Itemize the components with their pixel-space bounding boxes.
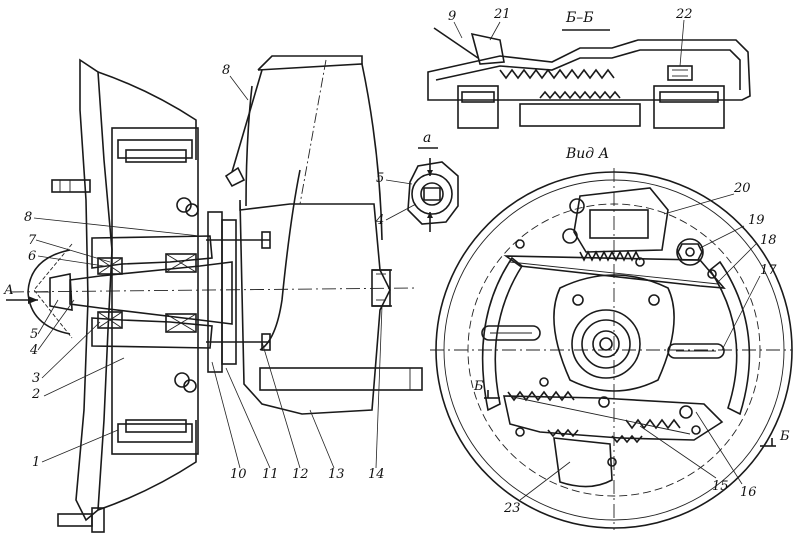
cut-mark-b-right — [760, 438, 776, 447]
callout-18: 18 — [760, 233, 777, 248]
brake-pipe — [259, 169, 301, 351]
callout-7: 7 — [28, 233, 37, 248]
callout-1: 1 — [32, 455, 41, 470]
lower-return-spring — [507, 390, 691, 444]
hub-flange-triangle — [553, 274, 675, 392]
return-spring-upper — [176, 197, 199, 217]
view-a-arrow-label: А — [4, 283, 14, 298]
callout-2: 2 — [32, 387, 41, 402]
detail-a-view — [407, 147, 459, 232]
brake-shoe-lower — [125, 419, 187, 433]
callout-5: 5 — [30, 327, 39, 342]
callout-21: 21 — [494, 7, 511, 22]
cut-b-left-label: Б — [474, 379, 484, 394]
hub-nut — [49, 273, 73, 311]
view-a-arrow — [6, 296, 38, 304]
brake-drum-body — [111, 127, 199, 455]
shoe-hold-spring-right — [667, 343, 725, 359]
section-bb-title: Б–Б — [566, 10, 594, 26]
detail-a-nut — [407, 161, 459, 225]
callout-23: 23 — [504, 501, 521, 516]
callout-20: 20 — [734, 181, 751, 196]
ball-pin-stud — [371, 269, 391, 307]
shoe-anchor-block — [553, 437, 613, 488]
brake-shoe-left — [481, 256, 524, 412]
callout-8: 8 — [24, 210, 33, 225]
outer-bearing — [97, 257, 123, 329]
callout-3: 3 — [32, 371, 41, 386]
callout-12: 12 — [292, 467, 309, 482]
section-bb-hose — [433, 27, 479, 59]
knuckle-flange — [221, 219, 237, 365]
view-a-title: Вид А — [566, 146, 610, 162]
callout-8-hose: 8 — [222, 63, 231, 78]
cut-b-right-label: Б — [780, 429, 790, 444]
hub-center — [571, 309, 641, 379]
leader-lines — [33, 19, 761, 501]
inner-bearing — [165, 253, 197, 333]
callout-6: 6 — [28, 249, 37, 264]
callout-4: 4 — [30, 343, 39, 358]
wheel-stud-lower — [57, 507, 105, 533]
detail-a-washer — [411, 173, 453, 215]
hub-cap — [27, 249, 71, 335]
shoe-hold-spring-left — [481, 325, 541, 341]
callout-14: 14 — [368, 467, 385, 482]
section-bb-adjuster — [667, 65, 693, 81]
cut-mark-b-left — [484, 390, 500, 399]
wheel-cylinder — [562, 187, 669, 253]
callout-5-detail: 5 — [376, 171, 385, 186]
steering-knuckle — [239, 199, 391, 415]
callout-22: 22 — [676, 7, 693, 22]
upper-return-spring — [579, 250, 641, 262]
callout-10: 10 — [230, 467, 247, 482]
wheel-stud-upper — [51, 179, 91, 193]
shoe-adjuster-eccentric — [676, 238, 704, 266]
brake-hose — [231, 69, 263, 173]
callout-4-detail: 4 — [376, 213, 385, 228]
section-bb-drum-left — [457, 85, 499, 129]
steering-arm-stub — [259, 367, 423, 391]
tyre-contour — [257, 63, 383, 241]
brake-shoe-upper — [125, 149, 187, 163]
callout-17: 17 — [760, 263, 777, 278]
callout-13: 13 — [328, 467, 345, 482]
view-a-brake-assembly — [430, 168, 793, 530]
hub-body — [91, 235, 213, 269]
brake-drum-flange — [75, 58, 113, 522]
section-bb-drum-right — [653, 85, 725, 129]
callout-16: 16 — [740, 485, 757, 500]
hub-section-view — [6, 55, 423, 533]
steering-knuckle-spindle — [69, 261, 233, 325]
callout-15: 15 — [712, 479, 729, 494]
section-bb-spring — [499, 68, 621, 100]
callout-11: 11 — [262, 467, 279, 482]
brake-shoe-right — [708, 260, 751, 416]
detail-a-title: а — [423, 130, 432, 146]
callout-19: 19 — [748, 213, 765, 228]
section-bb-backing-plate — [427, 39, 751, 101]
section-bb-view — [427, 27, 751, 129]
callout-9: 9 — [448, 9, 457, 24]
return-spring-lower — [174, 372, 197, 393]
